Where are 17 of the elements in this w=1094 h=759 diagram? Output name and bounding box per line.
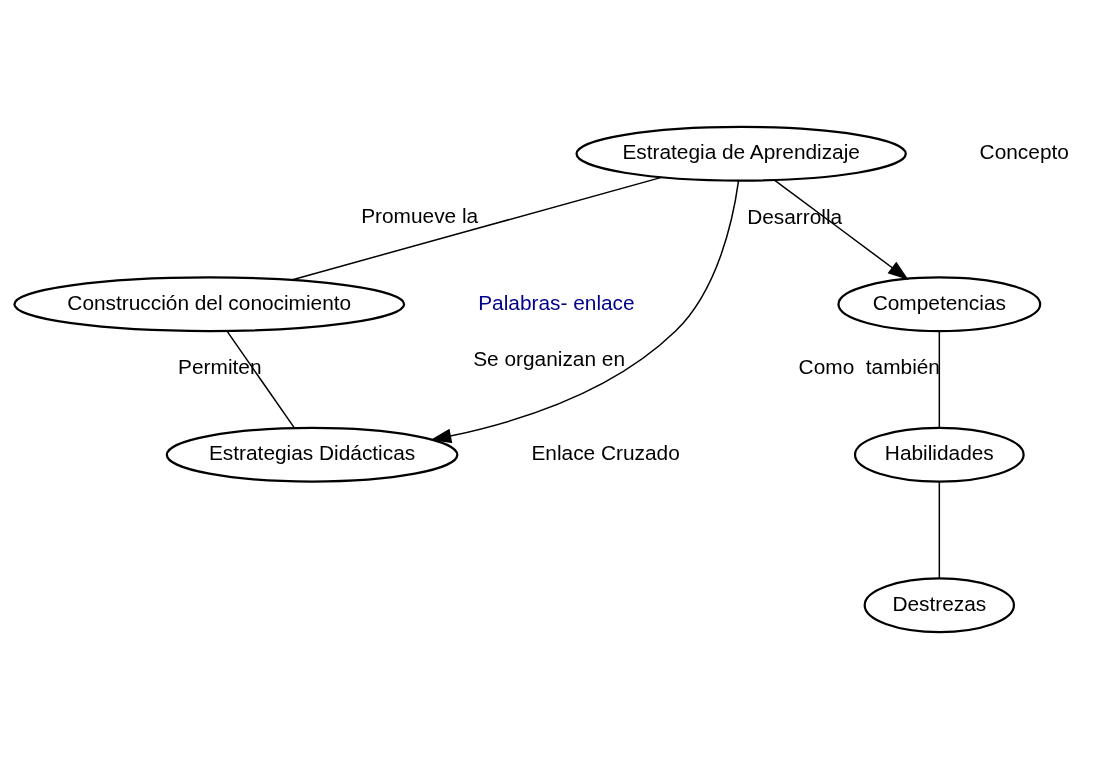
connector [938, 330, 941, 429]
connector [938, 481, 941, 580]
arrow [774, 179, 909, 280]
connector [226, 330, 296, 429]
node-ellipse: Construcción del conocimiento [13, 276, 406, 333]
node-ellipse: Habilidades [853, 426, 1025, 483]
arrow [430, 180, 740, 444]
edge-label: Se organizan en [473, 346, 626, 370]
label: Palabras- enlace [478, 290, 635, 314]
edge-label: Como también [798, 355, 940, 379]
connector [290, 176, 663, 281]
node-ellipse: Destrezas [863, 577, 1016, 634]
label: Enlace Cruzado [531, 441, 680, 465]
node-ellipse: Competencias [837, 276, 1042, 333]
node-ellipse: Estrategia de Aprendizaje [575, 125, 907, 182]
edge-label: Promueve la [361, 203, 479, 227]
label: Concepto [979, 140, 1069, 164]
